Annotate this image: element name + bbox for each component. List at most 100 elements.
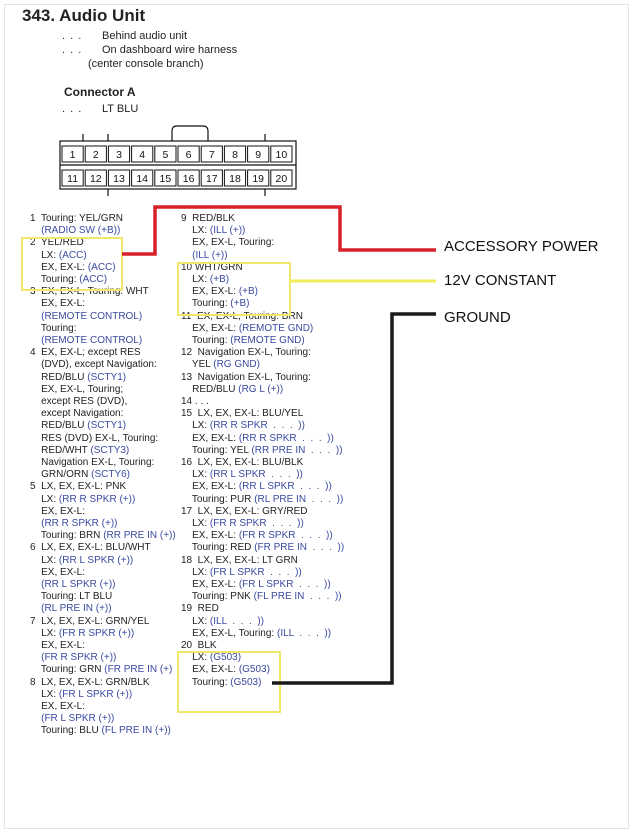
pin-description-line: Touring: BLU (FL PRE IN (+)) [30, 725, 171, 737]
location-line-1: . . .Behind audio unit [62, 30, 187, 42]
wire-info: LX: [181, 274, 210, 285]
pin-description: 4 EX, EX-L; except RES (DVD), except Nav… [30, 347, 158, 481]
connector-pin-number: 18 [229, 173, 241, 185]
pin-description: 9 RED/BLK LX: (ILL (+)) EX, EX-L, Tourin… [181, 213, 274, 262]
signal-name: (RR PRE IN (+)) [103, 530, 176, 542]
pin-description: 12 Navigation EX-L, Touring: YEL (RG GND… [181, 347, 311, 371]
signal-name: (+B) [230, 298, 250, 310]
pin-description-line: 17 LX, EX, EX-L: GRY/RED [181, 506, 344, 518]
wire-info: Touring: RED [181, 542, 255, 554]
pin-description-line: EX, EX-L, Touring: [181, 237, 274, 249]
pin-description-line: 1 Touring: YEL/GRN [30, 213, 123, 225]
pin-description-line: LX: (RR L SPKR (+)) [30, 555, 151, 567]
pin-description-line: EX, EX-L: (+B) [181, 286, 258, 298]
pin-description-line: EX, EX-L: [30, 567, 151, 579]
wire-info: 7 LX, EX, EX-L: GRN/YEL [30, 615, 150, 627]
wire-info: EX, EX-L: [30, 261, 88, 273]
pin-description-line: LX: (ILL (+)) [181, 225, 274, 237]
connector-pin-number: 4 [139, 149, 145, 161]
pin-description-line: Navigation EX-L, Touring: [30, 457, 158, 469]
signal-name: (ACC) [87, 261, 116, 273]
pin-description-line: EX, EX-L, Touring: (ILL . . . )) [181, 628, 331, 640]
connector-pin-cell [107, 145, 131, 163]
pin-description: 5 LX, EX, EX-L: PNK LX: (RR R SPKR (+)) … [30, 481, 176, 542]
pin-description-line: LX: (FR R SPKR . . . )) [181, 518, 344, 530]
pin-description-line: Touring: [30, 323, 149, 335]
wire-info: 12 Navigation EX-L, Touring: [181, 347, 311, 359]
wire-info: LX: [181, 420, 210, 432]
pin-description-line: except RES (DVD), [30, 396, 158, 408]
wire-info: RED/BLU [181, 383, 239, 395]
pin-description-line: EX, EX-L: [30, 298, 149, 310]
signal-name: (RL PRE IN (+)) [30, 603, 112, 615]
connector-pin-cell [154, 169, 177, 187]
signal-name: (REMOTE GND) [238, 322, 314, 334]
signal-name: (RL PRE IN . . . )) [254, 493, 344, 505]
pin-description-line: (ILL (+)) [181, 250, 274, 262]
signal-name: (FR R SPKR (+)) [58, 627, 135, 639]
pin-description-line: EX, EX-L: (REMOTE GND) [181, 323, 313, 335]
wire-info: EX, EX-L, Touring: [181, 237, 275, 249]
signal-name: (ILL . . . )) [209, 615, 264, 627]
pin-description: 18 LX, EX, EX-L: LT GRN LX: (FR L SPKR .… [181, 555, 342, 604]
wire-info: 20 BLK [181, 640, 217, 651]
connector-pin-number: 2 [93, 149, 99, 161]
signal-name: (RR R SPKR . . . )) [238, 432, 334, 444]
pin-description-line: Touring: (+B) [181, 298, 258, 310]
location-text: On dashboard wire harness [102, 44, 238, 56]
pin-description-line: (REMOTE CONTROL) [30, 311, 149, 323]
wire-info: except RES (DVD), [30, 396, 128, 407]
pin-description-line: YEL (RG GND) [181, 359, 311, 371]
signal-name: (SCTY1) [87, 420, 127, 432]
pin-description-line: EX, EX-L, Touring; [30, 384, 158, 396]
connector-pin-cell [223, 169, 247, 187]
pin-description-line: RED/BLU (RG L (+)) [181, 384, 311, 396]
signal-name: (SCTY1) [87, 371, 127, 383]
wire-info: RES (DVD) EX-L, Touring: [30, 432, 159, 444]
signal-name: (RR L SPKR (+)) [30, 579, 116, 590]
pin-description: 11 EX, EX-L, Touring: BRN EX, EX-L: (REM… [181, 311, 313, 348]
signal-name: (RR L SPKR . . . )) [238, 481, 332, 493]
pin-description-line: 4 EX, EX-L; except RES [30, 347, 158, 359]
connector-pin-cell [84, 145, 107, 163]
connector-pin-number: 6 [186, 149, 192, 161]
wire-info: Touring: YEL [181, 444, 252, 456]
ground-wire [272, 312, 436, 685]
pin-description: 1 Touring: YEL/GRN (RADIO SW (+B)) [30, 213, 123, 237]
wire-info: RED/BLU [30, 371, 88, 383]
connector-pin-number: 17 [206, 173, 218, 185]
wire-info: 1 Touring: YEL/GRN [30, 213, 124, 224]
connector-pin-number: 12 [90, 173, 102, 185]
pin-description-line: LX: (+B) [181, 274, 258, 286]
location-dots: . . . [62, 44, 83, 56]
pin-20-highlight-box [177, 651, 281, 713]
location-dots: . . . [62, 30, 83, 42]
wire-info: Touring: [181, 298, 231, 310]
signal-name: (G503) [209, 652, 242, 664]
pin-description-line: 3 EX, EX-L, Touring: WHT [30, 286, 149, 298]
signal-name: (SCTY6) [91, 469, 131, 481]
signal-name: (SCTY3) [90, 444, 130, 456]
pin-description-line: RED/WHT (SCTY3) [30, 445, 158, 457]
wire-info: 8 LX, EX, EX-L: GRN/BLK [30, 676, 150, 688]
signal-name: (FL PRE IN (+)) [101, 725, 171, 737]
signal-name: (FL PRE IN . . . )) [253, 591, 342, 603]
pin-description-line: 10 WHT/GRN [181, 262, 258, 274]
signal-name: (ACC) [58, 249, 87, 261]
signal-name: (G503) [230, 676, 262, 688]
wire-info: EX, EX-L, Touring; [30, 383, 124, 395]
connector-pin-cell [177, 169, 200, 187]
wire-info: EX, EX-L: [30, 640, 86, 651]
wire-info: EX, EX-L: [30, 298, 86, 310]
pin-description-line: RED/BLU (SCTY1) [30, 420, 158, 432]
pin-description-line: LX: (FR R SPKR (+)) [30, 628, 172, 640]
pin-description: 17 LX, EX, EX-L: GRY/RED LX: (FR R SPKR … [181, 506, 344, 555]
pin-description-line: 6 LX, EX, EX-L: BLU/WHT [30, 542, 151, 554]
wire-info: LX: [30, 554, 59, 566]
connector-pin-cell [84, 169, 107, 187]
signal-name: (FR L SPKR . . . )) [209, 566, 302, 578]
wire-info: LX: [181, 469, 210, 481]
